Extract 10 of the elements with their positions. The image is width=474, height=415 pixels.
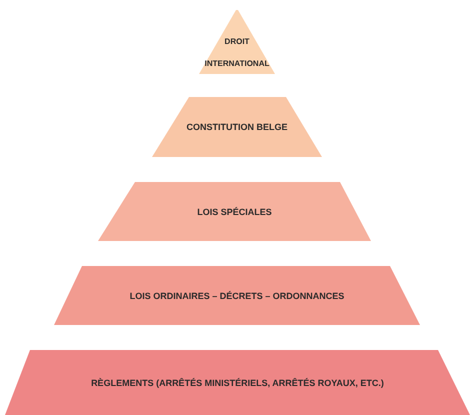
tier-label: RÈGLEMENTS (ARRÊTÉS MINISTÉRIELS, ARRÊTÉS ROYAUX, ETC.)	[90, 376, 385, 388]
tier-label: LOIS ORDINAIRES – DÉCRETS – ORDONNANCES	[128, 290, 346, 302]
tier-label: CONSTITUTION BELGE	[186, 121, 288, 133]
tier-label: DROIT INTERNATIONAL	[204, 36, 270, 70]
pyramid-tier	[98, 182, 371, 241]
tier-label: LOIS SPÉCIALES	[196, 206, 273, 218]
pyramid-tier	[5, 350, 470, 415]
pyramid-apex	[199, 10, 275, 74]
pyramid-tier	[54, 266, 420, 325]
pyramid-tier	[152, 97, 322, 157]
